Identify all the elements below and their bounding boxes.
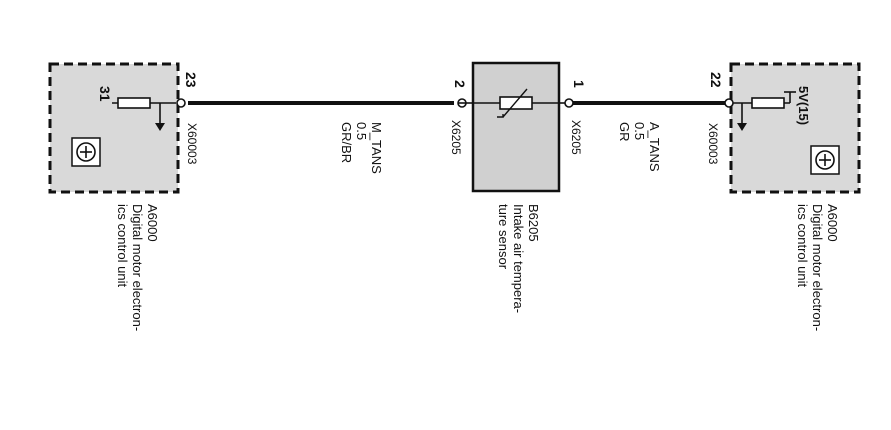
right-unit-supply: 5V(15) — [796, 86, 811, 125]
left-unit-code: A6000 — [145, 204, 160, 242]
wire-right-color: GR — [617, 122, 632, 142]
intake-air-temperature-sensor — [457, 61, 574, 193]
ntc-thermistor-icon — [497, 88, 533, 118]
right-unit-code: A6000 — [825, 204, 840, 242]
left-unit-pin-outer: 23 — [183, 72, 199, 88]
sensor-left-pin: 2 — [452, 80, 468, 88]
left-unit-description-1: Digital motor electron- — [130, 204, 145, 331]
sensor-description-2: ture sensor — [496, 204, 511, 270]
left-unit-pin-inner: 31 — [97, 86, 113, 102]
wire-left-gauge: 0.5 — [354, 122, 369, 140]
wire-right-gauge: 0.5 — [632, 122, 647, 140]
wire-left-signal: M_TANS — [369, 122, 384, 174]
sensor-left-connector: X6205 — [449, 120, 463, 155]
left-unit-connector: X60003 — [185, 123, 199, 165]
left-unit-description-2: ics control unit — [115, 204, 130, 287]
sensor-description-1: Intake air tempera- — [511, 204, 526, 313]
wire-right-signal: A_TANS — [647, 122, 662, 172]
sensor-code: B6205 — [526, 204, 541, 242]
right-unit-pin-outer: 22 — [708, 72, 724, 88]
wire-left-color: GR/BR — [339, 122, 354, 163]
ground-symbol-icon — [71, 137, 101, 167]
sensor-right-connector: X6205 — [569, 120, 583, 155]
right-unit-description-2: ics control unit — [795, 204, 810, 287]
left-control-unit: 31 — [48, 62, 186, 194]
right-unit-connector: X60003 — [706, 123, 720, 165]
sensor-right-pin: 1 — [571, 80, 587, 88]
right-control-unit: 5V(15) — [724, 62, 861, 194]
right-unit-description-1: Digital motor electron- — [810, 204, 825, 331]
ground-symbol-icon — [810, 145, 840, 175]
